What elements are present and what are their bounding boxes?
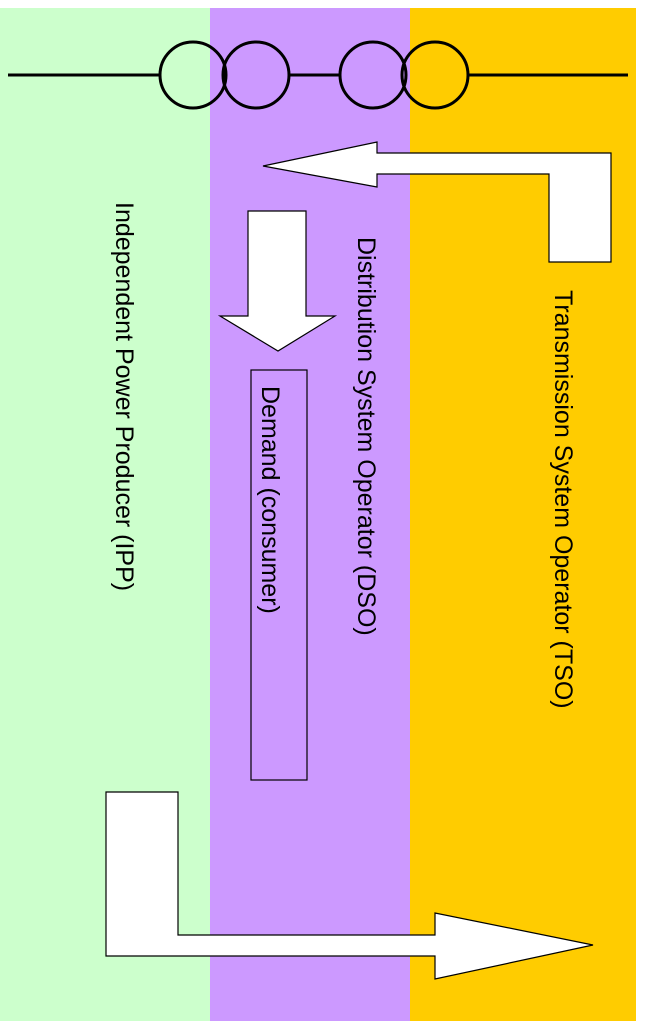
- tso-label: Transmission System Operator (TSO): [549, 290, 577, 709]
- transformer-left-winding-2: [221, 40, 291, 110]
- dso-to-demand-arrow: [217, 210, 338, 352]
- tso-to-dso-arrow: [262, 141, 612, 263]
- demand-box: [250, 369, 308, 781]
- transformer-left: [158, 40, 291, 110]
- dso-label: Distribution System Operator (DSO): [352, 237, 380, 636]
- transformer-right-winding-1: [338, 40, 408, 110]
- ipp-to-tso-arrow: [105, 791, 594, 980]
- ipp-label: Independent Power Producer (IPP): [110, 202, 138, 591]
- transformer-left-winding-1: [158, 40, 228, 110]
- transformer-right: [338, 40, 470, 110]
- demand-label: Demand (consumer): [256, 386, 284, 614]
- transformer-right-winding-2: [400, 40, 470, 110]
